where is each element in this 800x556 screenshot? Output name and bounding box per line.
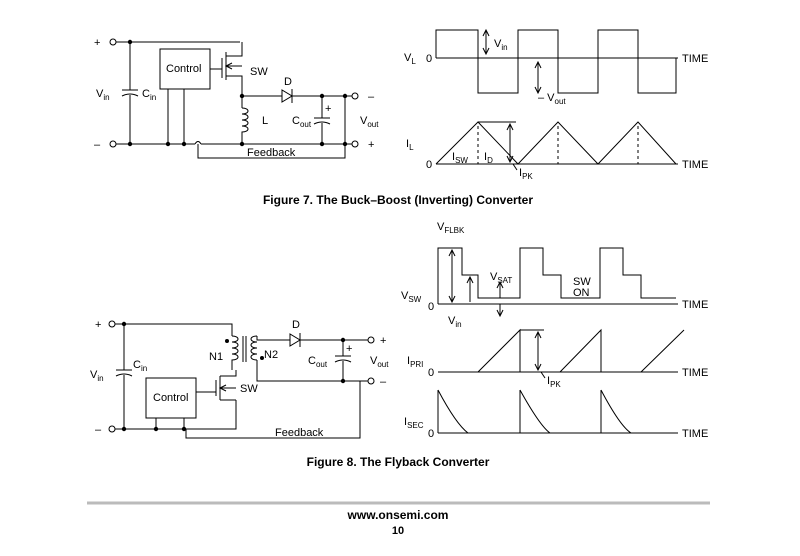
isec-waveform: [437, 389, 632, 434]
feedback-label: Feedback: [247, 147, 296, 159]
il-time-label: TIME: [682, 159, 708, 171]
ipk-arrow: [506, 122, 514, 164]
il-axis-label: IL: [406, 138, 414, 152]
inductor-label: L: [262, 115, 268, 127]
sw-on-label-1: SW: [573, 276, 591, 288]
ipk-arrow: [534, 330, 542, 372]
diode-d: [289, 333, 301, 347]
cout-plus-sign: +: [325, 103, 331, 115]
flyback-waveforms: VFLBK VSW 0 TIME VSAT SW ON Vin IPRI 0 T…: [401, 221, 708, 440]
ipri-waveform: [477, 328, 685, 373]
id-label: ID: [484, 151, 493, 165]
n2-label: N2: [264, 349, 278, 361]
cout-label: Cout: [292, 115, 312, 129]
vin-plus-sign: +: [94, 37, 100, 49]
vl-axis-label: VL: [404, 52, 416, 66]
control-label: Control: [166, 63, 201, 75]
n1-label: N1: [209, 351, 223, 363]
inductor-l: [241, 107, 249, 134]
vin-wave-label: Vin: [494, 38, 508, 52]
vin-minus-sign: –: [95, 424, 102, 436]
control-label: Control: [153, 392, 188, 404]
transformer-secondary-n2: [250, 335, 258, 361]
vin-wave-label: Vin: [448, 315, 462, 329]
vin-minus-terminal: [108, 425, 116, 433]
vl-time-label: TIME: [682, 53, 708, 65]
il-waveform: [435, 121, 677, 165]
buck-boost-waveforms: VL 0 TIME Vin – Vout IL 0 TIME ISW ID IP…: [404, 28, 708, 181]
cin-capacitor: [121, 42, 139, 144]
cout-capacitor: [334, 340, 352, 381]
ipri-axis-label: IPRI: [407, 355, 423, 369]
diode-d: [281, 89, 293, 103]
vin-label: Vin: [96, 88, 110, 102]
isec-time-label: TIME: [682, 428, 708, 440]
vout-minus-sign: –: [368, 91, 375, 103]
cout-capacitor: [313, 96, 331, 144]
isw-label: ISW: [452, 151, 468, 165]
vout-minus-terminal: [367, 377, 375, 385]
vflbk-label: VFLBK: [437, 221, 465, 235]
sw-on-label-2: ON: [573, 287, 590, 299]
cout-label: Cout: [308, 355, 328, 369]
figure-7-caption: Figure 7. The Buck–Boost (Inverting) Con…: [263, 193, 533, 207]
vsw-zero: 0: [428, 301, 434, 313]
ipri-zero: 0: [428, 367, 434, 379]
vl-zero: 0: [426, 53, 432, 65]
vflbk-arrow: [448, 248, 456, 304]
vout-minus-sign: –: [380, 376, 387, 388]
feedback-line: [197, 96, 346, 159]
vout-label: Vout: [360, 115, 379, 129]
vsw-time-label: TIME: [682, 299, 708, 311]
figure-8-caption: Figure 8. The Flyback Converter: [307, 455, 490, 469]
vout-amplitude-arrow: [534, 60, 542, 95]
diode-label: D: [284, 76, 292, 88]
vsw-waveform: [437, 247, 676, 304]
vin-plus-sign: +: [95, 319, 101, 331]
page-number: 10: [392, 525, 404, 537]
vin-minus-sign: –: [94, 139, 101, 151]
cin-label: Cin: [133, 359, 147, 373]
vin-minus-terminal: [109, 140, 117, 148]
isec-zero: 0: [428, 428, 434, 440]
sw-label: SW: [240, 383, 258, 395]
vout-plus-sign: +: [368, 139, 374, 151]
vsw-axis-label: VSW: [401, 290, 422, 304]
vout-plus-terminal: [367, 336, 375, 344]
buck-boost-schematic: + – Vin Cin Control SW D: [94, 37, 379, 159]
cout-plus-sign: +: [346, 343, 352, 355]
footer-website: www.onsemi.com: [347, 508, 449, 522]
vout-plus-sign: +: [380, 335, 386, 347]
vout-label: Vout: [370, 355, 389, 369]
feedback-line: [185, 381, 361, 439]
isec-axis-label: ISEC: [404, 416, 424, 430]
sw-label: SW: [250, 66, 268, 78]
vin-plus-terminal: [109, 38, 117, 46]
vout-plus-terminal: [351, 140, 359, 148]
cin-capacitor: [115, 324, 133, 429]
vin-label: Vin: [90, 369, 104, 383]
transformer-primary-n1: [231, 335, 239, 370]
flyback-schematic: + – Vin Cin N1 N2 D + Cout + –: [90, 319, 389, 439]
il-zero: 0: [426, 159, 432, 171]
ipk-label: IPK: [519, 167, 533, 181]
feedback-label: Feedback: [275, 427, 324, 439]
vin-plus-terminal: [108, 320, 116, 328]
ipk-label: IPK: [547, 375, 561, 389]
sw-mosfet: [225, 42, 243, 100]
vsat-label: VSAT: [490, 271, 512, 285]
control-block: [159, 48, 211, 90]
vin-amplitude-arrow: [482, 28, 490, 56]
vin-arrow: [466, 275, 474, 302]
vout-wave-label: – Vout: [538, 92, 566, 106]
ipri-time-label: TIME: [682, 367, 708, 379]
control-block: [145, 377, 197, 419]
cin-label: Cin: [142, 88, 156, 102]
vl-waveform: [435, 29, 677, 94]
vout-minus-terminal: [351, 92, 359, 100]
diode-label: D: [292, 319, 300, 331]
